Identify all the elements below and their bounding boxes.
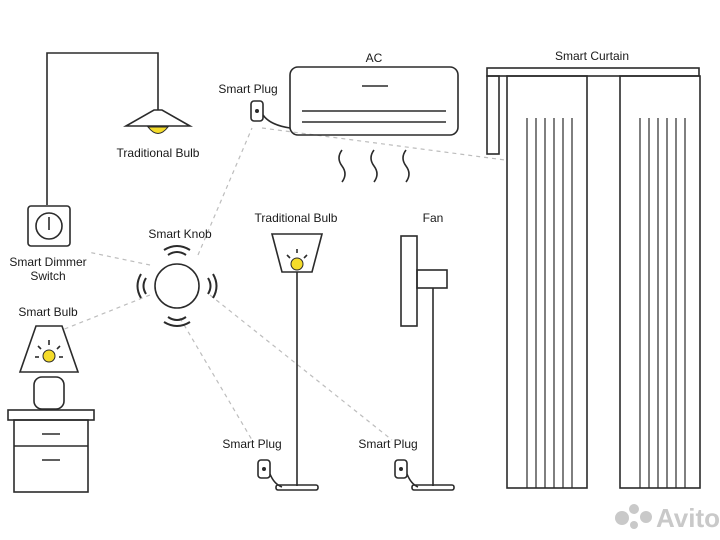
avito-logo-icon: [615, 504, 652, 529]
pendant-bulb-glow: [146, 126, 170, 134]
smart-dimmer-label-line1: Smart Dimmer: [9, 255, 86, 269]
smart-plug-ac-label: Smart Plug: [218, 82, 277, 96]
ac-plug-cord: [262, 114, 291, 129]
smart-dimmer-switch[interactable]: [27, 205, 71, 247]
fan-plug-cord: [406, 473, 419, 488]
curtain-panel-right: [619, 75, 701, 489]
link-knob-to-fan-plug: [209, 294, 393, 441]
smart-dimmer-label-line2: Switch: [30, 269, 65, 283]
smart-knob-label: Smart Knob: [148, 227, 212, 241]
knob-signal-icon: [136, 245, 218, 327]
curtain-folds: [526, 118, 686, 488]
table-lamp-base: [33, 376, 65, 410]
smart-knob[interactable]: [136, 245, 218, 327]
pendant-shade: [122, 109, 194, 127]
floor-lamp: [270, 233, 324, 491]
curtain-motor: [486, 75, 500, 155]
smart-plug-fan-label: Smart Plug: [358, 437, 417, 451]
knob-body: [154, 263, 200, 309]
connection-lines: [61, 127, 506, 441]
smart-bulb-lamp[interactable]: [18, 325, 80, 410]
standing-fan: [400, 235, 455, 491]
smart-bulb-label: Smart Bulb: [18, 305, 78, 319]
link-knob-to-dimmer: [87, 251, 151, 266]
smart-bulb-glow-icon: [35, 340, 63, 363]
smart-plug-floor-lamp[interactable]: [257, 459, 283, 488]
table-lamp-shade: [18, 325, 80, 373]
floor-lamp-bulb-icon: [286, 249, 308, 271]
air-conditioner: [289, 66, 459, 183]
ceiling-wire: [46, 52, 159, 205]
smart-plug-ac[interactable]: [250, 100, 291, 129]
dimmer-dial: [35, 212, 63, 240]
smart-plug-floor-lamp-label: Smart Plug: [222, 437, 281, 451]
ceiling-lamp: [46, 52, 194, 205]
link-plug-to-curtain: [261, 127, 506, 161]
smart-curtain[interactable]: [486, 67, 701, 489]
watermark: Avito: [615, 503, 720, 533]
smart-curtain-label: Smart Curtain: [555, 49, 629, 63]
smart-plug-fan[interactable]: [394, 459, 419, 488]
curtain-panel-left: [506, 75, 588, 489]
floor-lamp-plug-cord: [269, 473, 283, 488]
curtain-rail: [486, 67, 700, 77]
fan-label: Fan: [423, 211, 444, 225]
floor-lamp-shade: [270, 233, 324, 273]
nightstand: [7, 409, 95, 493]
watermark-text: Avito: [656, 503, 720, 533]
traditional-bulb-floor-label: Traditional Bulb: [255, 211, 338, 225]
link-knob-to-floor-plug: [179, 317, 253, 441]
link-knob-to-smart-plug-ac: [197, 127, 253, 256]
airflow-icon: [338, 149, 410, 183]
traditional-bulb-top-label: Traditional Bulb: [117, 146, 200, 160]
ac-label: AC: [366, 51, 383, 65]
